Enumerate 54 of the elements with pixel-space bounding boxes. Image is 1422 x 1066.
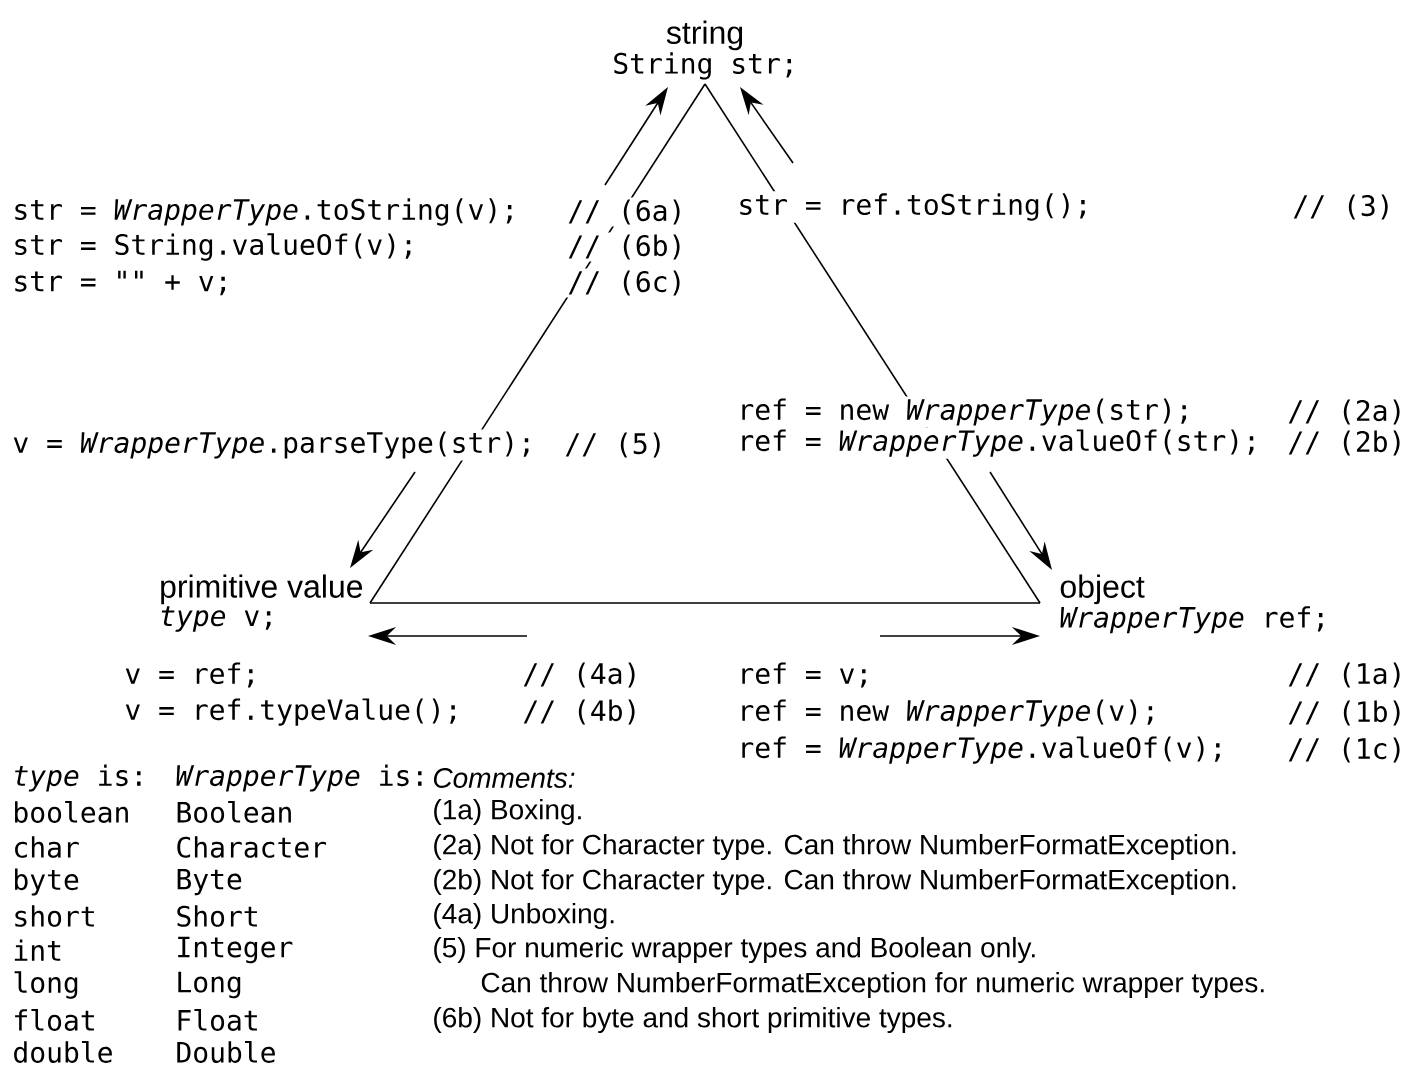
- code-comment: // (6b): [565, 232, 688, 262]
- table-cell: Float: [173, 1007, 262, 1033]
- table-cell: Short: [173, 903, 262, 929]
- comment-note: (1a) Boxing.: [430, 796, 586, 828]
- table-cell: Character: [173, 834, 330, 860]
- code-comment: // (1b): [1285, 698, 1408, 728]
- triangle-side: [369, 602, 1041, 604]
- code-comment: // (2b): [1285, 428, 1408, 458]
- code-comment: // (5): [562, 430, 668, 460]
- table-cell: Long: [173, 969, 245, 1001]
- code-comment: // (6c): [565, 268, 688, 298]
- comment-note: (5) For numeric wrapper types and Boolean only.: [430, 934, 1040, 966]
- comment-note: (4a) Unboxing.: [430, 900, 619, 932]
- table-cell: long: [10, 969, 82, 1001]
- code-statement: str = String.valueOf(v);: [10, 231, 419, 263]
- comment-note: (2b) Not for Character type. Can throw NumberFormatException.: [430, 866, 1240, 898]
- code-statement: v = ref;: [122, 660, 262, 690]
- code-comment: // (1a): [1285, 660, 1408, 690]
- comment-note: Can throw NumberFormatException for numeric wrapper types.: [478, 969, 1269, 1001]
- table-cell: Boolean: [173, 799, 296, 825]
- vertex-label: string String str;: [614, 20, 792, 80]
- code-statement: ref = v;: [735, 660, 875, 690]
- code-statement: v = WrapperType.parseType(str);: [10, 429, 537, 461]
- table-cell: Double: [173, 1039, 279, 1065]
- code-comment: // (3): [1290, 192, 1396, 222]
- vertex-label: primitive value type v;: [161, 574, 363, 632]
- vertex-label: object WrapperType ref;: [1060, 574, 1323, 634]
- table-cell: short: [10, 903, 99, 929]
- comment-note: (2a) Not for Character type. Can throw NumberFormatException.: [430, 831, 1240, 863]
- comment-note: (6b) Not for byte and short primitive types.: [430, 1004, 956, 1036]
- table-cell: int: [10, 937, 65, 963]
- code-comment: // (2a): [1285, 397, 1408, 427]
- code-statement: v = ref.typeValue();: [122, 696, 464, 728]
- code-statement: str = WrapperType.toString(v);: [10, 196, 521, 228]
- code-statement: ref = new WrapperType(str);: [735, 396, 1195, 428]
- code-comment: // (4b): [520, 697, 643, 727]
- code-statement: ref = WrapperType.valueOf(v);: [735, 734, 1229, 766]
- code-statement: str = ref.toString();: [735, 191, 1094, 223]
- code-comment: // (4a): [520, 660, 643, 690]
- table-cell: Integer: [173, 934, 296, 966]
- table-cell: double: [10, 1039, 116, 1065]
- column-heading: WrapperType is:: [173, 762, 431, 794]
- column-heading: Comments:: [430, 766, 578, 790]
- code-comment: // (6a): [565, 197, 688, 227]
- table-cell: Byte: [173, 866, 245, 898]
- table-cell: float: [10, 1007, 99, 1033]
- table-cell: boolean: [10, 799, 133, 825]
- code-statement: str = "" + v;: [10, 268, 234, 298]
- code-comment: // (1c): [1285, 735, 1408, 765]
- table-cell: char: [10, 834, 82, 860]
- code-statement: ref = new WrapperType(v);: [735, 697, 1161, 729]
- table-cell: byte: [10, 866, 82, 898]
- code-statement: ref = WrapperType.valueOf(str);: [735, 427, 1262, 459]
- column-heading: type is:: [10, 762, 150, 794]
